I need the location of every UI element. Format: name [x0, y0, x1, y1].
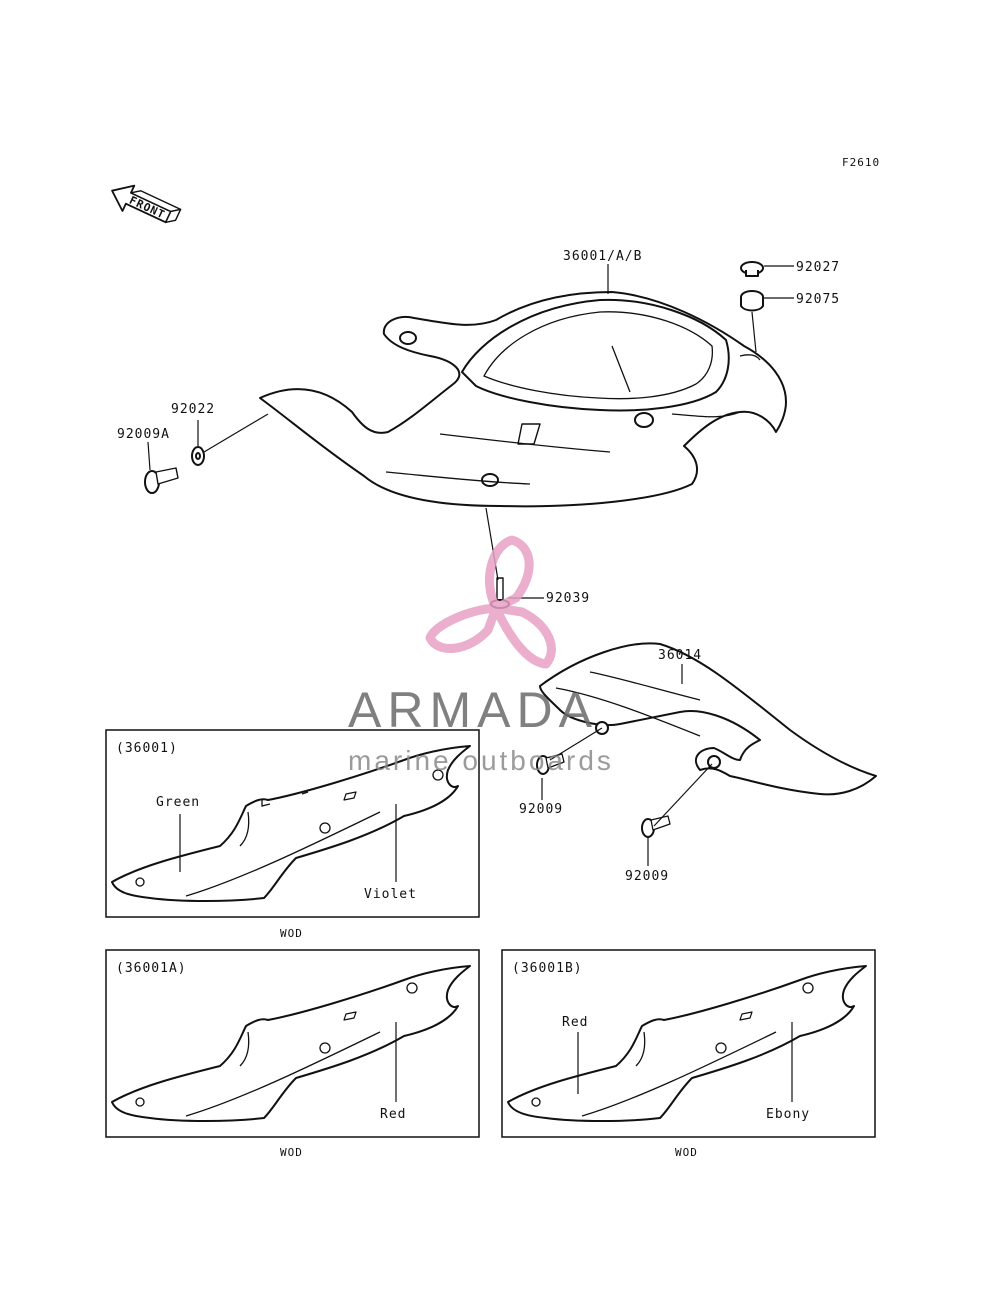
- callout-bolt-upper: 92009: [519, 802, 563, 817]
- callout-side-cover: 36014: [658, 648, 702, 663]
- variant-part-label: (36001A): [116, 961, 187, 976]
- variant-box-36001a: (36001A) Red: [105, 949, 480, 1138]
- washer-part: [191, 446, 205, 466]
- watermark-tagline: marine outboards: [348, 745, 614, 776]
- watermark-brand: ARMADA: [348, 682, 598, 738]
- front-arrow-icon: FRONT: [111, 184, 182, 224]
- callout-bolt-lower: 92009: [625, 869, 669, 884]
- variant-box-36001b: (36001B) Red Ebony: [501, 949, 876, 1138]
- propeller-icon: [425, 535, 556, 669]
- bolt-upper-part: [536, 753, 565, 775]
- callout-bolt-left: 92009A: [117, 427, 170, 442]
- variant-box-36001: (36001) Green Violet: [105, 729, 480, 918]
- variant-color-secondary: Ebony: [766, 1107, 810, 1122]
- bolt-left-part: [144, 467, 179, 494]
- variant-part-label: (36001B): [512, 961, 583, 976]
- damper-part: [740, 290, 764, 312]
- figure-code: F2610: [842, 156, 880, 169]
- variant-color-secondary: Violet: [364, 887, 417, 902]
- variant-note: WOD: [280, 927, 303, 940]
- cap-part: [740, 261, 764, 277]
- variant-color-primary: Red: [562, 1015, 588, 1030]
- bolt-lower-part: [641, 815, 671, 838]
- callout-seat-cover: 36001/A/B: [563, 249, 642, 264]
- callout-damper: 92075: [796, 292, 840, 307]
- variant-note: WOD: [280, 1146, 303, 1159]
- variant-color-primary: Green: [156, 795, 200, 810]
- variant-part-label: (36001): [116, 741, 178, 756]
- variant-color-primary: Red: [380, 1107, 406, 1122]
- watermark-logo: ARMADA marine outboards: [348, 535, 614, 776]
- callout-clip: 92039: [546, 591, 590, 606]
- callout-cap: 92027: [796, 260, 840, 275]
- variant-note: WOD: [675, 1146, 698, 1159]
- seat-cover-part: [259, 291, 787, 508]
- callout-washer: 92022: [171, 402, 215, 417]
